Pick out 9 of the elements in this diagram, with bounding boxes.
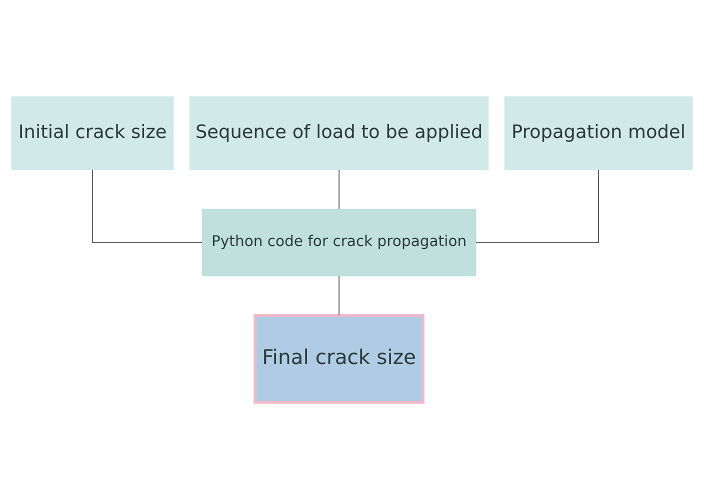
node-box: Sequence of load to be applied (190, 96, 489, 170)
node-box: Initial crack size (11, 96, 174, 170)
connector (338, 275, 340, 316)
node-box: Final crack size (254, 314, 424, 404)
node-box: Python code for crack propagation (202, 208, 476, 276)
connector (476, 169, 599, 244)
connector (338, 169, 340, 210)
connector (92, 169, 203, 244)
node-box: Propagation model (504, 96, 693, 170)
